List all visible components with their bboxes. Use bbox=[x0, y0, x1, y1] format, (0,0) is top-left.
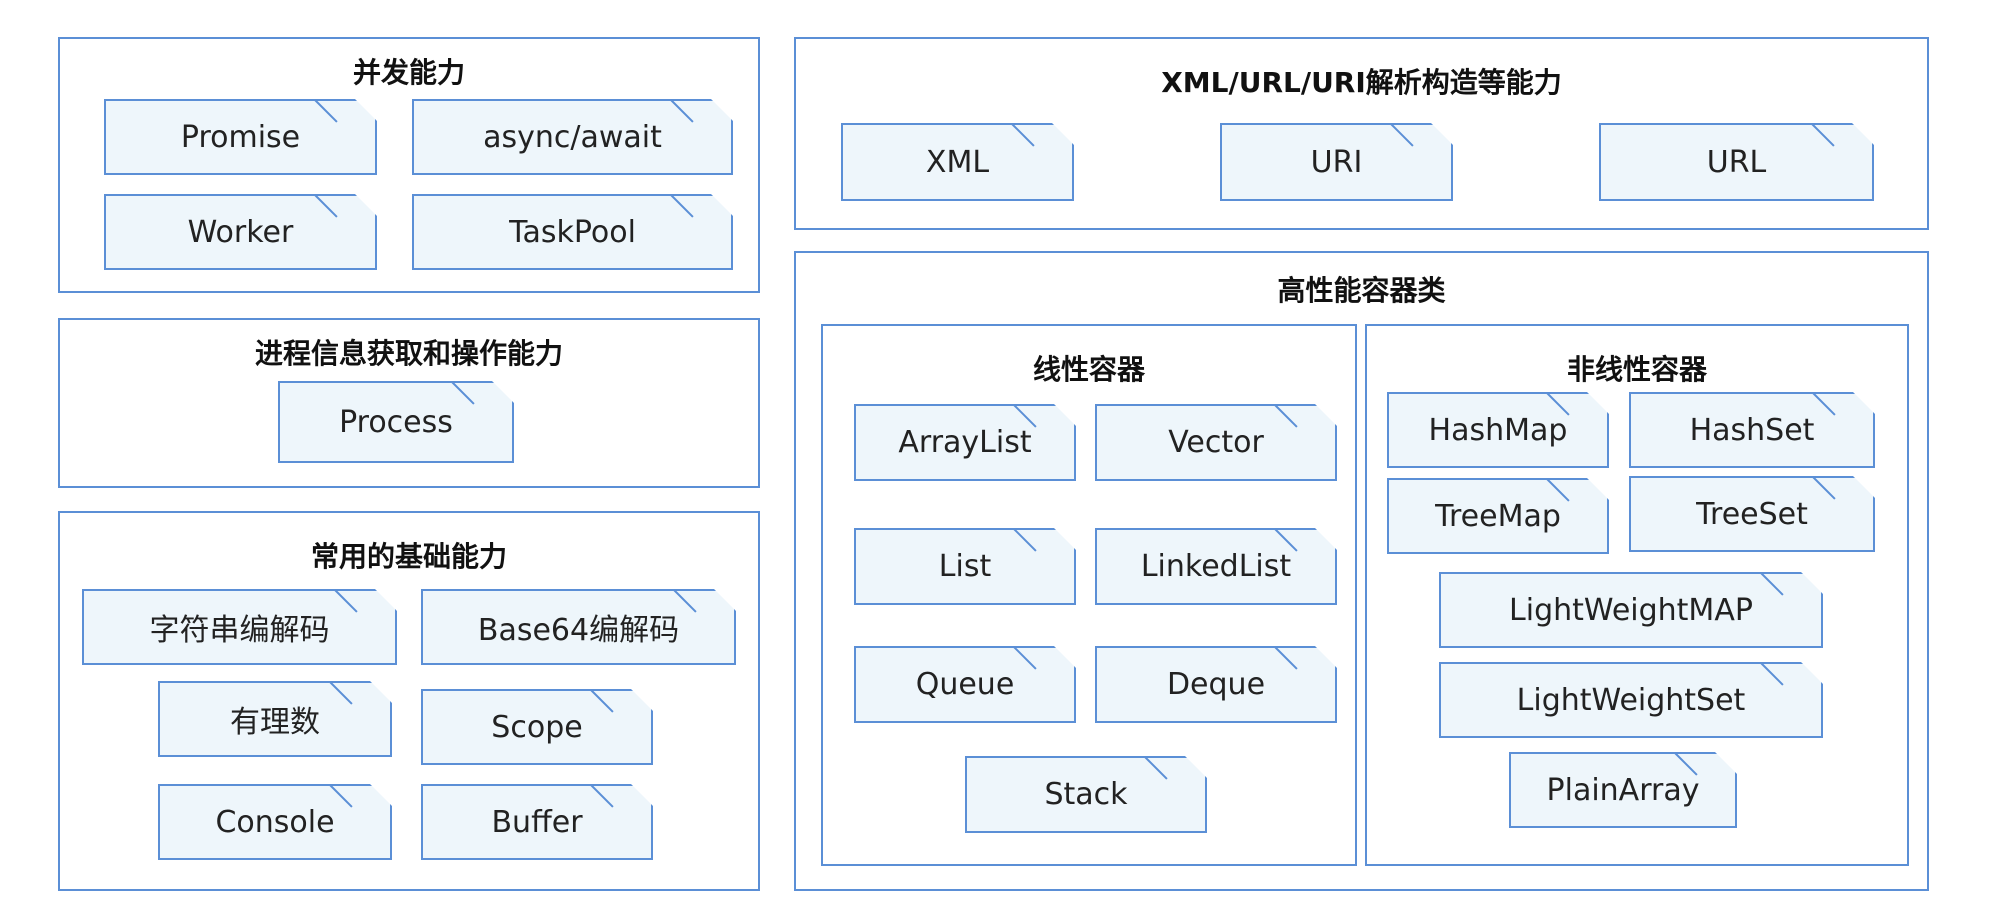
string-codec-box: 字符串编解码 bbox=[82, 589, 397, 665]
lightweightmap-box: LightWeightMAP bbox=[1439, 572, 1823, 648]
process-box: Process bbox=[278, 381, 514, 463]
rational-box: 有理数 bbox=[158, 681, 392, 757]
basic-title: 常用的基础能力 bbox=[310, 540, 507, 573]
uri-box: URI bbox=[1220, 123, 1453, 201]
async-await-box: async/await bbox=[412, 99, 733, 175]
url-box: URL bbox=[1599, 123, 1874, 201]
concurrency-title: 并发能力 bbox=[352, 56, 465, 89]
queue-box: Queue bbox=[854, 646, 1076, 723]
basic-panel: 常用的基础能力 字符串编解码 Base64编解码 有理数 Scope Conso… bbox=[58, 511, 760, 891]
console-box: Console bbox=[158, 784, 392, 860]
taskpool-box: TaskPool bbox=[412, 194, 733, 270]
containers-title: 高性能容器类 bbox=[1277, 274, 1446, 307]
xml-panel: XML/URL/URI解析构造等能力 XML URI URL bbox=[794, 37, 1929, 230]
stack-box: Stack bbox=[965, 756, 1207, 833]
xml-title: XML/URL/URI解析构造等能力 bbox=[1161, 66, 1562, 99]
arraylist-box: ArrayList bbox=[854, 404, 1076, 481]
treeset-box: TreeSet bbox=[1629, 476, 1875, 552]
process-title: 进程信息获取和操作能力 bbox=[254, 337, 563, 370]
vector-box: Vector bbox=[1095, 404, 1337, 481]
plainarray-box: PlainArray bbox=[1509, 752, 1737, 828]
hashset-box: HashSet bbox=[1629, 392, 1875, 468]
buffer-box: Buffer bbox=[421, 784, 653, 860]
deque-box: Deque bbox=[1095, 646, 1337, 723]
base64-codec-box: Base64编解码 bbox=[421, 589, 736, 665]
lightweightset-box: LightWeightSet bbox=[1439, 662, 1823, 738]
hashmap-box: HashMap bbox=[1387, 392, 1609, 468]
linear-container-panel: 线性容器 ArrayList Vector List LinkedList Qu… bbox=[821, 324, 1357, 866]
worker-box: Worker bbox=[104, 194, 377, 270]
nonlinear-container-title: 非线性容器 bbox=[1566, 353, 1707, 386]
list-box: List bbox=[854, 528, 1076, 605]
treemap-box: TreeMap bbox=[1387, 478, 1609, 554]
scope-box: Scope bbox=[421, 689, 653, 765]
process-panel: 进程信息获取和操作能力 Process bbox=[58, 318, 760, 488]
nonlinear-container-panel: 非线性容器 HashMap HashSet TreeMap TreeSet Li… bbox=[1365, 324, 1909, 866]
promise-box: Promise bbox=[104, 99, 377, 175]
linkedlist-box: LinkedList bbox=[1095, 528, 1337, 605]
xml-box: XML bbox=[841, 123, 1074, 201]
containers-panel: 高性能容器类 线性容器 ArrayList Vector List Linked… bbox=[794, 251, 1929, 891]
linear-container-title: 线性容器 bbox=[1032, 353, 1145, 386]
concurrency-panel: 并发能力 Promise async/await Worker TaskPool bbox=[58, 37, 760, 293]
